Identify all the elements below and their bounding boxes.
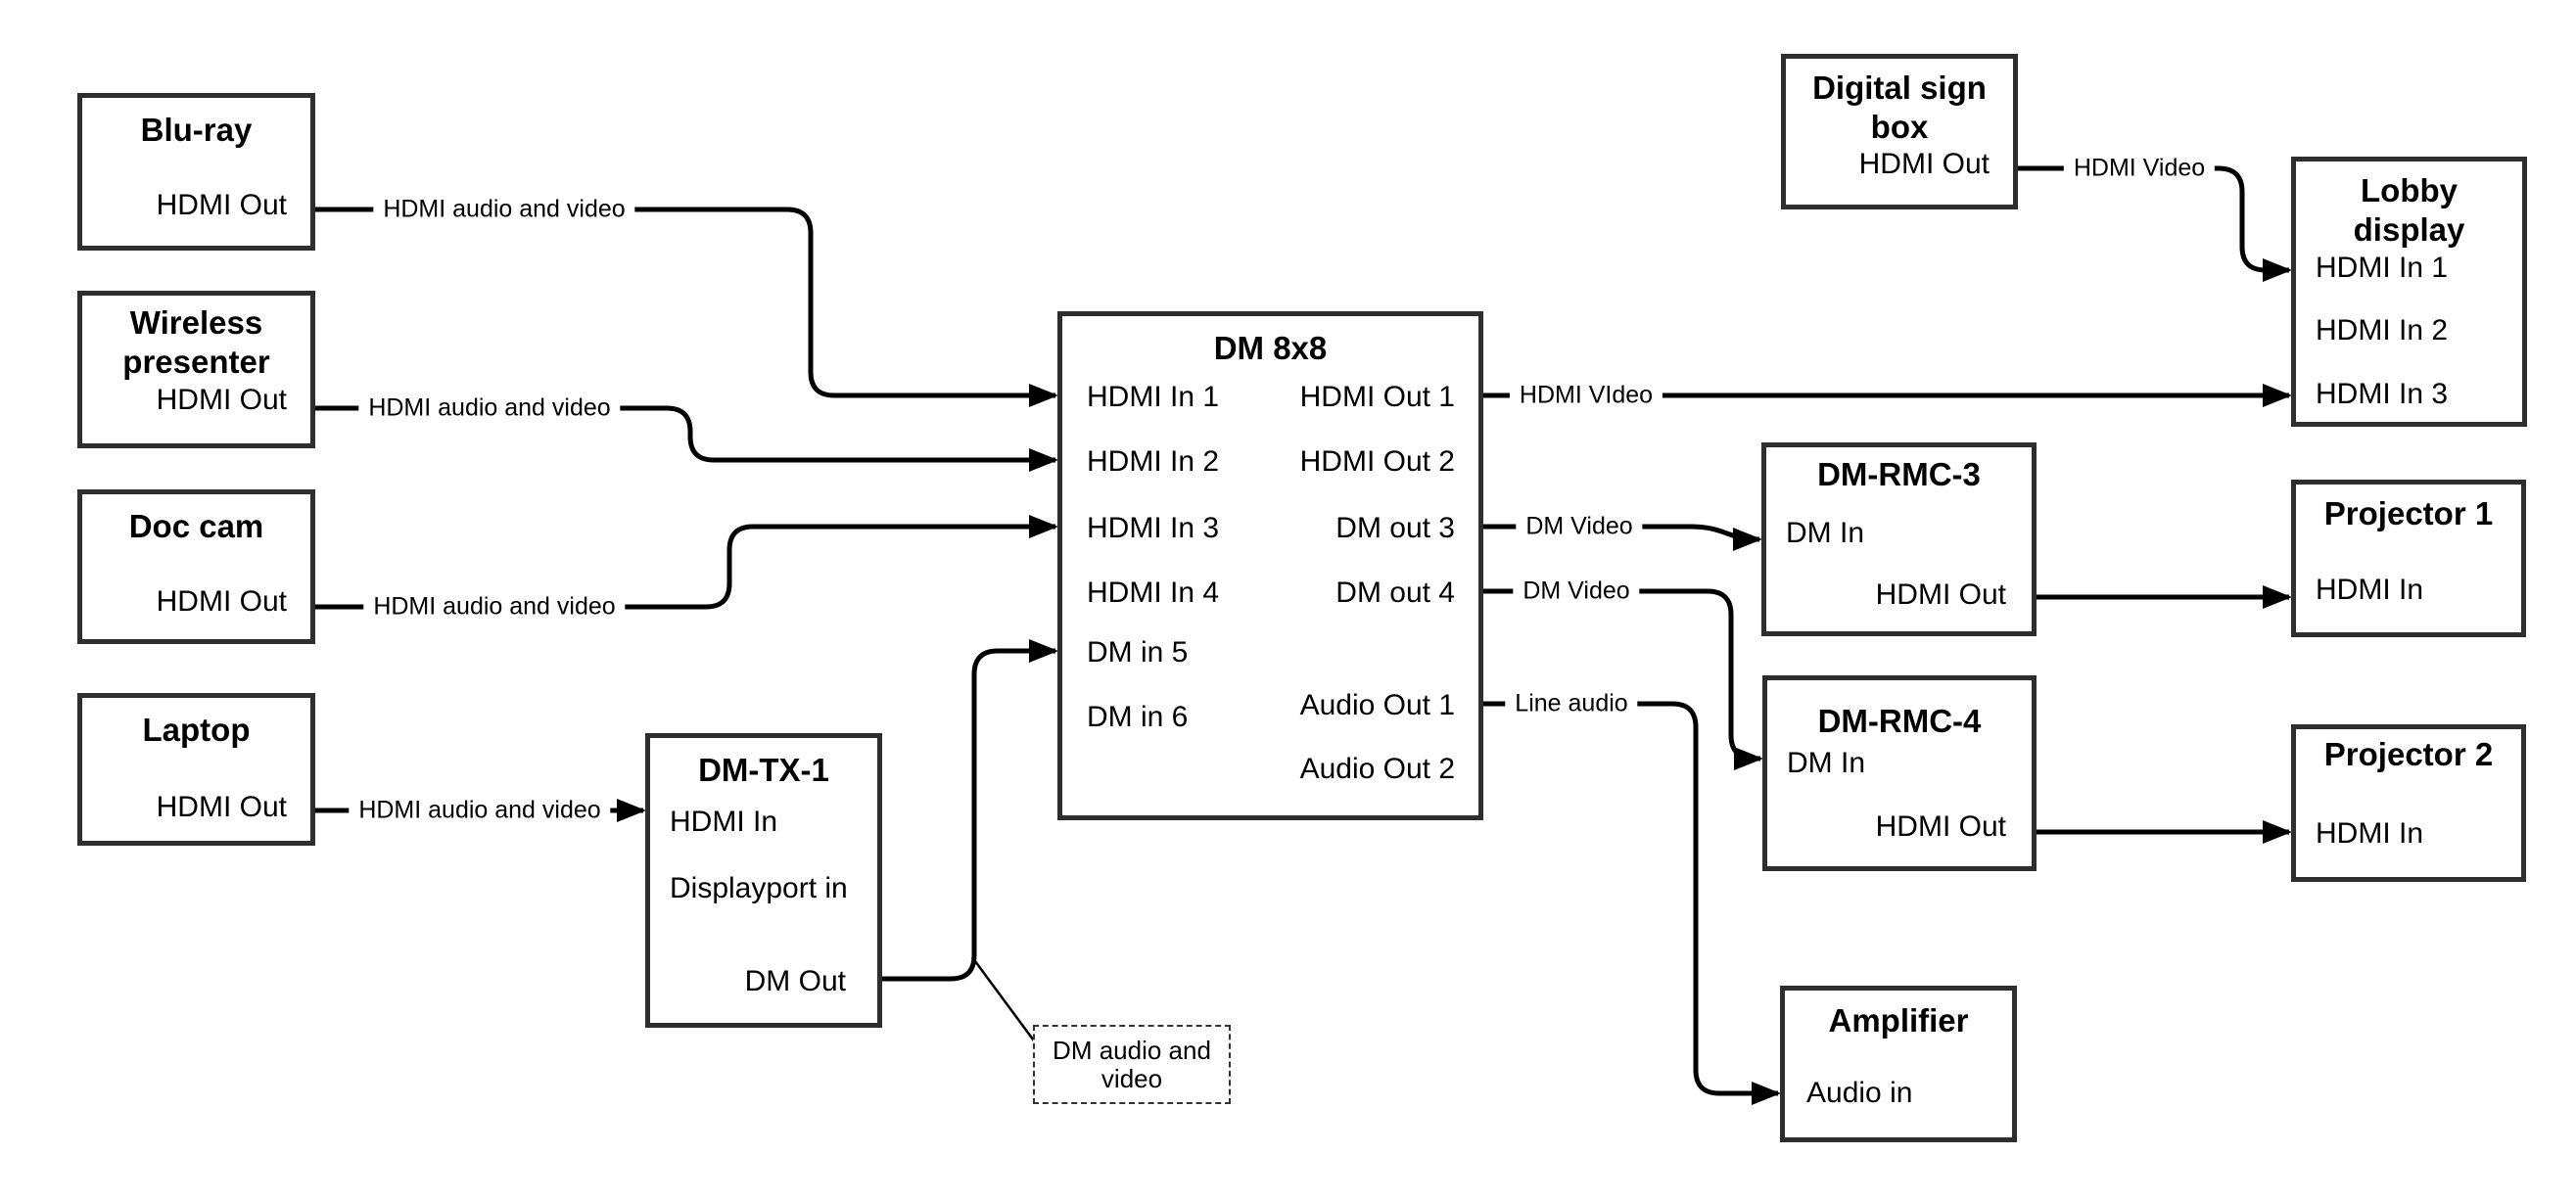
port-amp-audio-in: Audio in	[1806, 1077, 1913, 1109]
wire-bluray-to-dm8x8-in1	[313, 207, 1058, 407]
node-projector-1: Projector 1 HDMI In	[2291, 480, 2526, 637]
port-proj1-hdmi-in: HDMI In	[2316, 574, 2424, 606]
wire-signbox-to-lobby-in1	[2016, 165, 2292, 282]
port-rmc4-dm-in: DM In	[1787, 747, 1866, 779]
node-digital-sign-box-title: Digital sign box	[1812, 69, 1987, 145]
port-rmc4-hdmi-out: HDMI Out	[1875, 810, 2006, 843]
node-doc-cam-title: Doc cam	[128, 508, 264, 544]
port-lobby-hdmi-in-3: HDMI In 3	[2316, 378, 2449, 410]
node-projector-2: Projector 2 HDMI In	[2291, 724, 2526, 882]
port-dm8x8-hdmi-in-3: HDMI In 3	[1087, 512, 1220, 544]
node-lobby-display: Lobby display HDMI In 1 HDMI In 2 HDMI I…	[2291, 157, 2527, 427]
node-projector-2-title: Projector 2	[2323, 736, 2494, 772]
port-lobby-hdmi-in-2: HDMI In 2	[2316, 314, 2449, 346]
port-proj2-hdmi-in: HDMI In	[2316, 817, 2424, 850]
node-amplifier-title: Amplifier	[1828, 1002, 1969, 1039]
note-text: DM audio and video	[1053, 1035, 1211, 1093]
wire-dm8x8-audio1-to-amp	[1480, 701, 1781, 1105]
port-lobby-hdmi-in-1: HDMI In 1	[2316, 252, 2449, 284]
port-dm8x8-hdmi-in-4: HDMI In 4	[1087, 577, 1220, 609]
node-bluray-title: Blu-ray	[140, 112, 253, 148]
port-dm8x8-dm-in-5: DM in 5	[1087, 636, 1189, 669]
port-dmtx1-displayport-in: Displayport in	[670, 872, 848, 904]
note-dm-audio-and-video: DM audio and video	[1033, 1025, 1231, 1104]
wire-label-wireless-hdmi-av: HDMI audio and video	[358, 393, 621, 423]
node-dm-8x8-title: DM 8x8	[1213, 330, 1328, 366]
node-dm-tx-1-title: DM-TX-1	[698, 752, 829, 788]
wire-wireless-to-dm8x8-in2	[313, 405, 1058, 472]
wire-label-bluray-hdmi-av: HDMI audio and video	[373, 195, 635, 224]
node-laptop: Laptop HDMI Out	[77, 693, 315, 846]
wire-dm8x8-out3-to-rmc3	[1480, 524, 1762, 551]
node-doc-cam: Doc cam HDMI Out	[77, 489, 315, 644]
wire-label-doccam-hdmi-av: HDMI audio and video	[363, 592, 626, 622]
node-projector-1-title: Projector 1	[2323, 495, 2494, 531]
port-signbox-hdmi-out: HDMI Out	[1858, 148, 1990, 180]
port-dm8x8-hdmi-in-1: HDMI In 1	[1087, 381, 1220, 413]
port-laptop-hdmi-out: HDMI Out	[156, 791, 287, 823]
node-bluray: Blu-ray HDMI Out	[77, 93, 315, 251]
port-dmtx1-dm-out: DM Out	[744, 965, 846, 997]
node-laptop-title: Laptop	[142, 712, 251, 748]
node-dm-rmc-4: DM-RMC-4 DM In HDMI Out	[1762, 675, 2037, 871]
wire-label-audio1-line-audio: Line audio	[1505, 689, 1638, 718]
wire-label-out4-dm-video: DM Video	[1513, 577, 1640, 606]
port-dm8x8-audio-out-2: Audio Out 2	[1299, 753, 1455, 785]
node-digital-sign-box: Digital sign box HDMI Out	[1781, 54, 2018, 209]
node-dm-rmc-3: DM-RMC-3 DM In HDMI Out	[1761, 442, 2037, 636]
port-rmc3-hdmi-out: HDMI Out	[1875, 578, 2006, 611]
port-dm8x8-dm-out-4: DM out 4	[1335, 577, 1455, 609]
node-dm-rmc-4-title: DM-RMC-4	[1817, 703, 1982, 739]
port-dm8x8-hdmi-out-1: HDMI Out 1	[1299, 381, 1455, 413]
node-wireless-presenter-title: Wireless presenter	[122, 304, 270, 380]
port-bluray-hdmi-out: HDMI Out	[156, 189, 287, 221]
wire-label-laptop-hdmi-av: HDMI audio and video	[349, 796, 611, 825]
port-dm8x8-dm-out-3: DM out 3	[1335, 512, 1455, 544]
port-wireless-hdmi-out: HDMI Out	[156, 384, 287, 416]
port-doccam-hdmi-out: HDMI Out	[156, 585, 287, 618]
port-rmc3-dm-in: DM In	[1786, 517, 1865, 549]
port-dmtx1-hdmi-in: HDMI In	[670, 806, 778, 838]
port-dm8x8-audio-out-1: Audio Out 1	[1299, 689, 1455, 721]
wire-dm8x8-out4-to-rmc4	[1480, 588, 1763, 770]
port-dm8x8-dm-in-6: DM in 6	[1087, 701, 1189, 733]
wire-label-signbox-hdmi-video: HDMI Video	[2063, 154, 2216, 183]
wire-dmtx1-to-dm8x8-in5	[880, 639, 1058, 982]
wire-label-out1-hdmi-video: HDMI VIdeo	[1509, 381, 1663, 410]
node-dm-rmc-3-title: DM-RMC-3	[1817, 456, 1981, 492]
node-dm-tx-1: DM-TX-1 HDMI In Displayport in DM Out	[645, 733, 882, 1028]
wire-doccam-to-dm8x8-in3	[313, 515, 1058, 610]
node-lobby-display-title: Lobby display	[2353, 172, 2465, 248]
node-wireless-presenter: Wireless presenter HDMI Out	[77, 291, 315, 448]
port-dm8x8-hdmi-out-2: HDMI Out 2	[1299, 445, 1455, 478]
node-dm-8x8: DM 8x8 HDMI In 1 HDMI In 2 HDMI In 3 HDM…	[1057, 311, 1483, 820]
wire-label-out3-dm-video: DM Video	[1516, 512, 1643, 541]
port-dm8x8-hdmi-in-2: HDMI In 2	[1087, 445, 1220, 478]
node-amplifier: Amplifier Audio in	[1780, 986, 2017, 1142]
note-leader-line	[970, 956, 1038, 1044]
